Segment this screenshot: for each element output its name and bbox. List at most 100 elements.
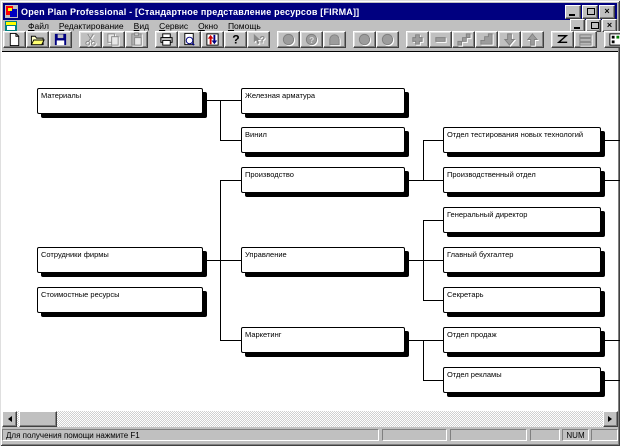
minimize-icon <box>574 27 580 29</box>
data-exchange-icon <box>206 33 219 46</box>
close-button[interactable]: × <box>599 4 615 19</box>
resource-query-button: ? <box>300 31 323 48</box>
save-floppy-icon <box>54 33 67 46</box>
remove-node-button <box>429 31 452 48</box>
svg-text:?: ? <box>232 33 239 47</box>
org-node-stoimostnye[interactable]: Стоимостные ресурсы <box>37 287 203 313</box>
save-button[interactable] <box>49 31 72 48</box>
plus-icon <box>412 34 423 45</box>
status-bar: Для получения помощи нажмите F1 NUM <box>2 428 618 443</box>
menu-bar: Файл Редактирование Вид Сервис Окно Помо… <box>3 19 617 32</box>
connector-line <box>220 180 241 181</box>
open-folder-icon <box>30 35 45 46</box>
org-node-otdel-testirovaniya[interactable]: Отдел тестирования новых технологий <box>443 127 601 153</box>
connector-line <box>423 140 443 141</box>
org-node-buhgalter[interactable]: Главный бухгалтер <box>443 247 601 273</box>
menu-edit[interactable]: Редактирование <box>58 20 124 31</box>
document-window-icon <box>5 20 17 31</box>
context-help-button: ? <box>247 31 270 48</box>
title-bar: Open Plan Professional - [Стандартное пр… <box>3 3 617 20</box>
move-down-button <box>498 31 521 48</box>
resource-pool-button <box>323 31 346 48</box>
org-node-upravlenie[interactable]: Управление <box>241 247 405 273</box>
connector-line <box>423 300 443 301</box>
connector-line <box>409 260 443 261</box>
triangle-left-icon <box>5 416 12 422</box>
connector-line <box>220 140 241 141</box>
cut-icon <box>85 33 96 46</box>
open-button[interactable] <box>26 31 49 48</box>
arrow-down-icon <box>503 33 516 46</box>
arrow-up-icon <box>526 33 539 46</box>
org-node-marketing[interactable]: Маркетинг <box>241 327 405 353</box>
status-panel <box>530 429 560 441</box>
copy-button <box>102 31 125 48</box>
menu-window[interactable]: Окно <box>198 20 218 31</box>
window-title: Open Plan Professional - [Стандартное пр… <box>21 6 360 17</box>
zigzag-view-button[interactable] <box>551 31 574 48</box>
scatter-icon <box>457 33 471 46</box>
connector-line <box>220 180 221 341</box>
add-node-button <box>406 31 429 48</box>
status-panel <box>591 429 618 441</box>
horizontal-scrollbar[interactable] <box>2 411 618 427</box>
org-node-gendirektor[interactable]: Генеральный директор <box>443 207 601 233</box>
window-layout-button[interactable] <box>604 31 620 48</box>
org-node-otdel-prodazh[interactable]: Отдел продаж <box>443 327 601 353</box>
app-icon <box>5 5 18 18</box>
org-node-sekretar[interactable]: Секретарь <box>443 287 601 313</box>
connector-line <box>423 340 424 381</box>
org-node-vinil[interactable]: Винил <box>241 127 405 153</box>
new-button[interactable] <box>3 31 26 48</box>
scroll-left-button[interactable] <box>2 411 17 427</box>
connector-line <box>409 340 443 341</box>
print-button[interactable] <box>155 31 178 48</box>
print-preview-icon <box>184 32 195 46</box>
connector-line <box>409 180 443 181</box>
restore-icon <box>591 20 602 29</box>
grid-icon <box>579 34 592 46</box>
triangle-right-icon <box>608 416 615 422</box>
connector-line <box>423 220 443 221</box>
org-node-proizvodstvo[interactable]: Производство <box>241 167 405 193</box>
menu-view[interactable]: Вид <box>133 20 150 31</box>
minus-icon <box>435 37 446 42</box>
context-help-icon: ? <box>253 33 265 44</box>
circle-icon <box>282 33 295 46</box>
connector-line <box>423 380 443 381</box>
paste-icon <box>131 32 142 46</box>
connector-line <box>605 380 620 381</box>
org-node-materialy[interactable]: Материалы <box>37 88 203 114</box>
print-icon <box>160 33 173 46</box>
toolbar: ? ? ? <box>3 31 620 49</box>
connector-line <box>605 180 620 181</box>
org-node-sotrudniki[interactable]: Сотрудники фирмы <box>37 247 203 273</box>
help-button[interactable]: ? <box>224 31 247 48</box>
restore-button[interactable] <box>582 4 598 19</box>
menu-help[interactable]: Помощь <box>227 20 261 31</box>
step-icon <box>480 33 493 45</box>
org-node-proizvodstvenny-otdel[interactable]: Производственный отдел <box>443 167 601 193</box>
link-nodes-button <box>452 31 475 48</box>
table-view-button <box>574 31 597 48</box>
connector-line <box>605 140 620 141</box>
resource-node-button <box>277 31 300 48</box>
connector-line <box>423 220 424 301</box>
arch-icon <box>329 34 340 46</box>
connector-line <box>605 340 620 341</box>
connector-line <box>207 260 241 261</box>
data-exchange-button[interactable] <box>201 31 224 48</box>
zigzag-icon <box>556 35 569 44</box>
menu-tools[interactable]: Сервис <box>159 20 189 31</box>
minimize-button[interactable] <box>565 4 581 19</box>
scrollbar-thumb[interactable] <box>19 411 57 427</box>
step-chart-button <box>475 31 498 48</box>
move-up-button <box>521 31 544 48</box>
print-preview-button[interactable] <box>178 31 201 48</box>
scroll-right-button[interactable] <box>603 411 618 427</box>
menu-file[interactable]: Файл <box>28 20 49 31</box>
org-node-otdel-reklamy[interactable]: Отдел рекламы <box>443 367 601 393</box>
new-document-icon <box>9 32 20 47</box>
org-node-armatura[interactable]: Железная арматура <box>241 88 405 114</box>
